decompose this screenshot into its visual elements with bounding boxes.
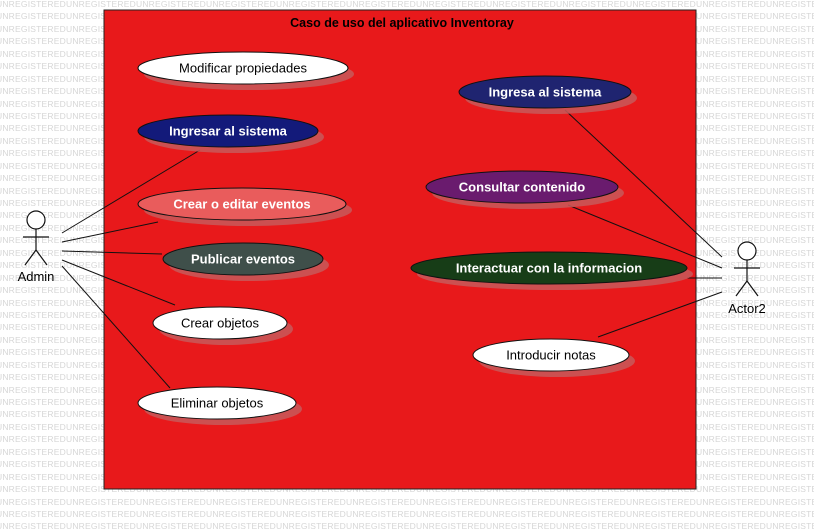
use-case-ellipse[interactable]	[137, 114, 319, 148]
use-case-ellipse[interactable]	[472, 338, 630, 372]
actor-left-leg	[24, 249, 37, 266]
use-case-eliminar[interactable]: Eliminar objetos	[137, 386, 302, 425]
use-case-label: Publicar eventos	[191, 252, 295, 267]
use-case-ellipse[interactable]	[162, 242, 324, 276]
use-case-label: Crear objetos	[181, 316, 260, 331]
use-case-label: Ingresar al sistema	[169, 124, 288, 139]
actor-admin[interactable]: Admin	[18, 210, 55, 284]
use-case-label: Consultar contenido	[459, 180, 585, 195]
use-case-ellipse[interactable]	[137, 386, 297, 420]
use-case-label: Modificar propiedades	[179, 61, 307, 76]
actor-head-icon	[737, 241, 757, 261]
association-actor2-notas[interactable]	[597, 291, 723, 338]
association-admin-publicar[interactable]	[61, 250, 163, 255]
use-case-label: Crear o editar eventos	[173, 197, 310, 212]
use-case-ellipse[interactable]	[410, 251, 688, 285]
association-actor2-consultar[interactable]	[567, 204, 723, 269]
use-case-ellipse[interactable]	[458, 75, 632, 109]
use-case-label: Interactuar con la informacion	[456, 261, 642, 276]
actor-right-leg	[35, 249, 48, 266]
use-case-ingresa[interactable]: Ingresa al sistema	[458, 75, 637, 114]
use-case-crear-editar[interactable]: Crear o editar eventos	[137, 187, 352, 226]
use-case-ellipse[interactable]	[152, 306, 288, 340]
association-admin-crear-editar[interactable]	[61, 221, 159, 243]
association-actor2-ingresa[interactable]	[564, 109, 723, 258]
actor-left-leg	[735, 280, 748, 297]
use-case-ingresar[interactable]: Ingresar al sistema	[137, 114, 324, 153]
association-admin-crear-objetos[interactable]	[61, 259, 176, 306]
use-case-consultar[interactable]: Consultar contenido	[425, 170, 624, 209]
actor-actor2[interactable]: Actor2	[728, 241, 766, 316]
use-case-label: Introducir notas	[506, 348, 596, 363]
use-case-ellipse[interactable]	[425, 170, 619, 204]
use-case-modificar[interactable]: Modificar propiedades	[137, 51, 354, 90]
actor-label: Admin	[18, 269, 55, 284]
system-title: Caso de uso del aplicativo Inventoray	[290, 16, 514, 30]
association-admin-ingresar[interactable]	[61, 149, 201, 234]
use-case-interactuar[interactable]: Interactuar con la informacion	[410, 251, 693, 290]
association-admin-eliminar[interactable]	[61, 265, 171, 389]
actor-right-leg	[746, 280, 759, 297]
use-case-label: Eliminar objetos	[171, 396, 264, 411]
use-case-label: Ingresa al sistema	[489, 85, 602, 100]
use-case-notas[interactable]: Introducir notas	[472, 338, 635, 377]
use-case-crear-objetos[interactable]: Crear objetos	[152, 306, 293, 345]
use-case-publicar[interactable]: Publicar eventos	[162, 242, 329, 281]
use-case-ellipse[interactable]	[137, 187, 347, 221]
actor-label: Actor2	[728, 301, 766, 316]
use-case-ellipse[interactable]	[137, 51, 349, 85]
actor-head-icon	[26, 210, 46, 230]
associations	[61, 109, 723, 389]
